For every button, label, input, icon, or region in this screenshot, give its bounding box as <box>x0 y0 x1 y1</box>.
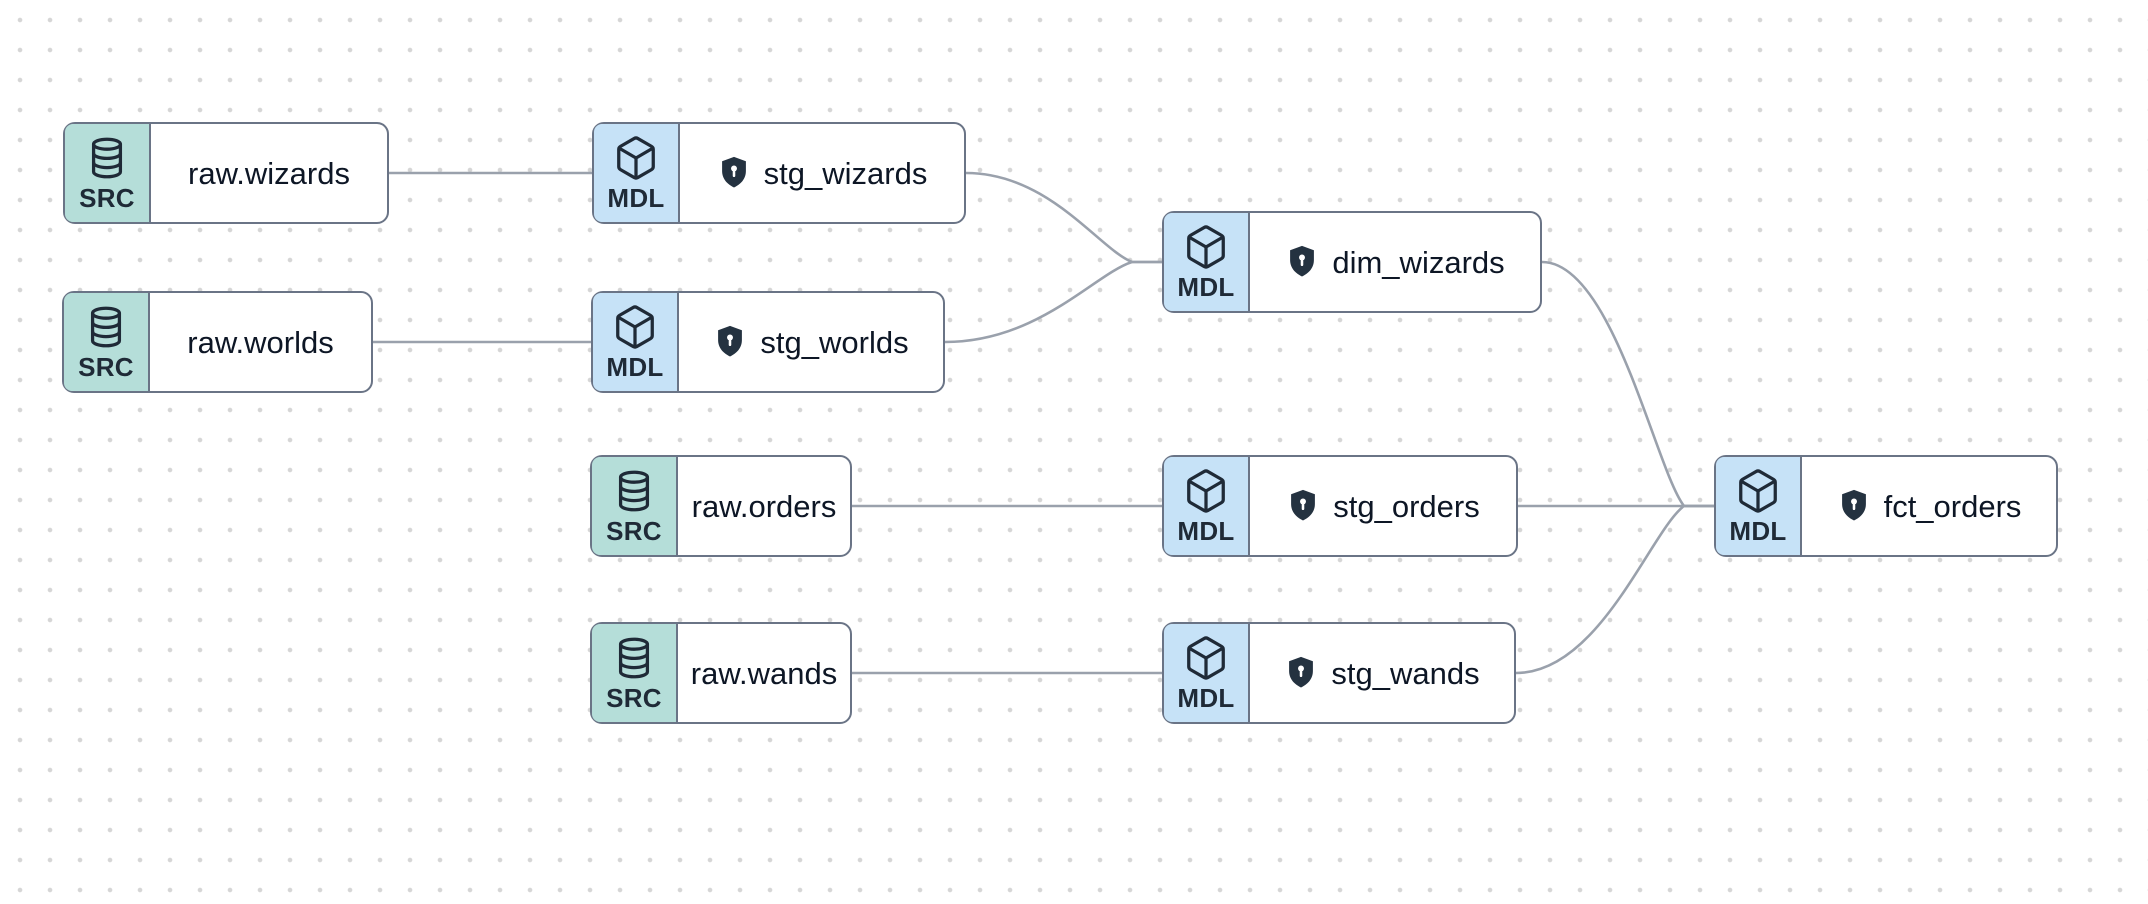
cube-icon <box>612 304 658 350</box>
node-label-area: raw.worlds <box>150 293 371 391</box>
node-type-badge: MDL <box>1164 624 1250 722</box>
shield-lock-icon <box>717 154 751 192</box>
node-label: raw.wizards <box>188 155 350 191</box>
node-label-area: raw.wizards <box>151 124 387 222</box>
node-type-label: SRC <box>606 516 662 546</box>
node-label: stg_orders <box>1333 488 1480 524</box>
shield-lock-icon <box>1285 243 1319 281</box>
node-raw_orders[interactable]: SRC raw.orders <box>590 455 852 557</box>
cube-icon <box>1183 635 1229 681</box>
database-icon <box>611 635 657 681</box>
node-label: stg_wands <box>1331 655 1480 691</box>
node-stg_wizards[interactable]: MDL stg_wizards <box>592 122 966 224</box>
node-type-badge: SRC <box>592 624 678 722</box>
node-label: raw.orders <box>691 488 837 524</box>
node-label: stg_worlds <box>760 324 909 360</box>
node-label: raw.worlds <box>187 324 334 360</box>
edge-stg_wizards-to-dim_wizards[interactable] <box>965 171 1162 264</box>
database-icon <box>84 135 130 181</box>
node-type-badge: MDL <box>1164 213 1250 311</box>
node-raw_worlds[interactable]: SRC raw.worlds <box>62 291 373 393</box>
node-type-badge: SRC <box>592 457 678 555</box>
node-label-area: stg_worlds <box>679 293 943 391</box>
node-label: raw.wands <box>690 655 838 691</box>
node-label: dim_wizards <box>1332 244 1505 280</box>
node-type-label: MDL <box>1177 683 1235 713</box>
node-label-area: raw.wands <box>678 624 850 722</box>
node-type-badge: SRC <box>65 124 151 222</box>
node-label-area: raw.orders <box>678 457 850 555</box>
node-label-area: fct_orders <box>1802 457 2056 555</box>
node-raw_wizards[interactable]: SRC raw.wizards <box>63 122 389 224</box>
node-type-label: MDL <box>1729 516 1787 546</box>
node-type-label: SRC <box>606 683 662 713</box>
node-type-label: MDL <box>1177 272 1235 302</box>
cube-icon <box>613 135 659 181</box>
node-raw_wands[interactable]: SRC raw.wands <box>590 622 852 724</box>
node-label: stg_wizards <box>763 155 928 191</box>
node-stg_wands[interactable]: MDL stg_wands <box>1162 622 1516 724</box>
node-type-badge: MDL <box>1164 457 1250 555</box>
node-label-area: dim_wizards <box>1250 213 1540 311</box>
node-type-label: MDL <box>1177 516 1235 546</box>
edge-stg_wands-to-fct_orders[interactable] <box>1515 504 1714 675</box>
node-type-label: MDL <box>606 352 664 382</box>
node-fct_orders[interactable]: MDL fct_orders <box>1714 455 2058 557</box>
shield-lock-icon <box>1286 487 1320 525</box>
shield-lock-icon <box>1284 654 1318 692</box>
node-type-badge: MDL <box>593 293 679 391</box>
node-stg_orders[interactable]: MDL stg_orders <box>1162 455 1518 557</box>
database-icon <box>83 304 129 350</box>
node-type-label: SRC <box>79 183 135 213</box>
node-type-label: SRC <box>78 352 134 382</box>
edge-dim_wizards-to-fct_orders[interactable] <box>1541 260 1714 508</box>
node-type-label: MDL <box>607 183 665 213</box>
cube-icon <box>1735 468 1781 514</box>
shield-lock-icon <box>713 323 747 361</box>
shield-lock-icon <box>1837 487 1871 525</box>
node-type-badge: MDL <box>1716 457 1802 555</box>
node-label-area: stg_wands <box>1250 624 1514 722</box>
edge-stg_worlds-to-dim_wizards[interactable] <box>944 260 1162 344</box>
node-type-badge: MDL <box>594 124 680 222</box>
cube-icon <box>1183 224 1229 270</box>
cube-icon <box>1183 468 1229 514</box>
node-label-area: stg_orders <box>1250 457 1516 555</box>
node-type-badge: SRC <box>64 293 150 391</box>
node-stg_worlds[interactable]: MDL stg_worlds <box>591 291 945 393</box>
database-icon <box>611 468 657 514</box>
node-dim_wizards[interactable]: MDL dim_wizards <box>1162 211 1542 313</box>
node-label: fct_orders <box>1883 488 2022 524</box>
node-label-area: stg_wizards <box>680 124 964 222</box>
